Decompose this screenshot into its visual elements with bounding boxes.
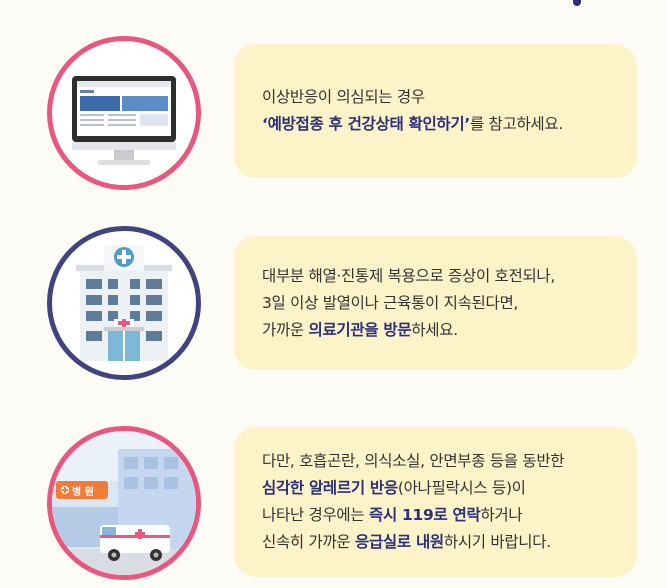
hospital-building-icon — [76, 245, 172, 361]
highlight-text: 심각한 알레르기 반응 — [262, 479, 398, 497]
body-text: (아나필락시스 등)이 — [397, 479, 526, 497]
top-decoration — [573, 0, 581, 6]
body-text: 다만, 호흡곤란, 의식소실, 안면부종 등을 동반한 — [262, 452, 565, 470]
highlight-text: 응급실로 내원 — [355, 533, 444, 551]
icon-circle-3: 병 원 — [47, 426, 201, 580]
ambulance-hospital-icon: 병 원 — [52, 431, 196, 575]
hospital-sign-text: 병 원 — [72, 485, 94, 498]
highlight-text: ‘예방접종 후 건강상태 확인하기’ — [262, 115, 470, 133]
icon-circle-2 — [47, 226, 201, 380]
message-line: 나타난 경우에는 즉시 119로 연락하거나 — [262, 502, 564, 529]
body-text: 를 참고하세요. — [469, 115, 563, 133]
body-text: 하세요. — [411, 320, 458, 339]
message-line: 대부분 해열·진통제 복용으로 증상이 호전되나, — [262, 263, 555, 290]
body-text: 나타난 경우에는 — [262, 506, 369, 524]
body-text: 하시기 바랍니다. — [443, 533, 551, 551]
message-line: 3일 이상 발열이나 근육통이 지속된다면, — [262, 290, 555, 317]
message-text-2: 대부분 해열·진통제 복용으로 증상이 호전되나, 3일 이상 발열이나 근육통이… — [262, 263, 555, 344]
message-line: 다만, 호흡곤란, 의식소실, 안면부종 등을 동반한 — [262, 448, 565, 475]
monitor-icon — [72, 76, 176, 165]
message-line: 이상반응이 의심되는 경우 — [262, 84, 563, 111]
body-text: 대부분 해열·진통제 복용으로 증상이 호전되나, — [262, 266, 556, 285]
message-line: 신속히 가까운 응급실로 내원하시기 바랍니다. — [262, 529, 564, 556]
message-bubble-2: 대부분 해열·진통제 복용으로 증상이 호전되나, 3일 이상 발열이나 근육통이… — [234, 236, 637, 370]
icon-circle-1 — [47, 36, 201, 190]
body-text: 이상반응이 의심되는 경우 — [262, 88, 425, 106]
message-line: 심각한 알레르기 반응(아나필락시스 등)이 — [262, 475, 564, 502]
highlight-text: 즉시 119로 연락 — [368, 506, 481, 524]
message-line: 가까운 의료기관을 방문하세요. — [262, 317, 555, 344]
body-text: 가까운 — [262, 320, 309, 339]
message-text-1: 이상반응이 의심되는 경우 ‘예방접종 후 건강상태 확인하기’를 참고하세요. — [262, 84, 563, 138]
highlight-text: 의료기관을 방문 — [308, 320, 412, 339]
body-text: 신속히 가까운 — [262, 533, 356, 551]
body-text: 하거나 — [480, 506, 523, 524]
message-bubble-1: 이상반응이 의심되는 경우 ‘예방접종 후 건강상태 확인하기’를 참고하세요. — [234, 44, 637, 178]
body-text: 3일 이상 발열이나 근육통이 지속된다면, — [262, 293, 519, 312]
message-line: ‘예방접종 후 건강상태 확인하기’를 참고하세요. — [262, 111, 563, 138]
